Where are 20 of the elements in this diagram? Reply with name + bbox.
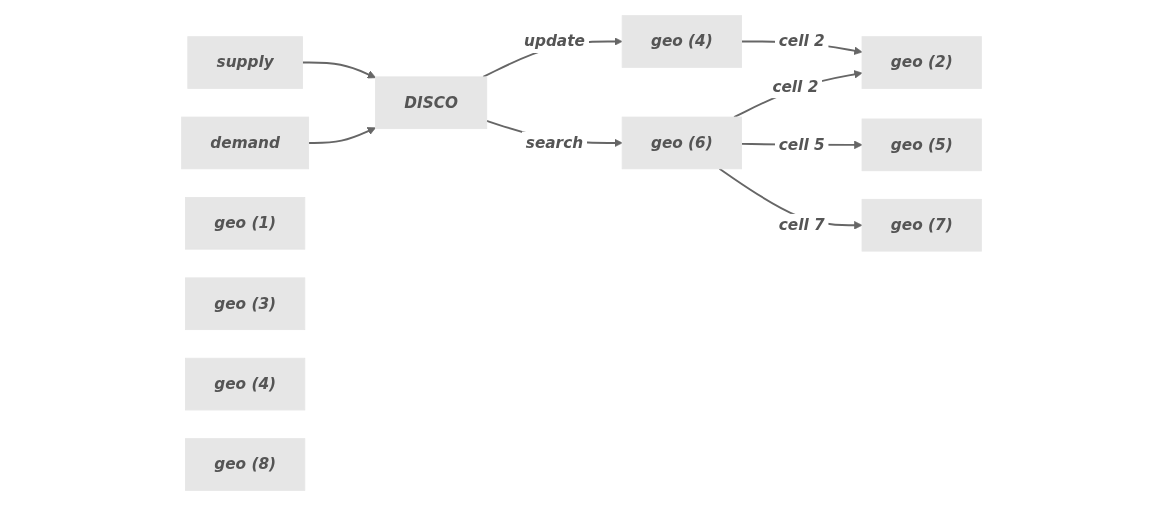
node-box: geo (5) xyxy=(861,118,982,171)
node-box: geo (3) xyxy=(184,276,305,330)
node-box: geo (4) xyxy=(621,14,742,68)
node-box: geo (4) xyxy=(184,357,305,410)
node-box: geo (7) xyxy=(861,198,982,252)
node-box: supply xyxy=(186,35,303,89)
edge-label: cell 5 xyxy=(778,134,825,153)
node-box: DISCO xyxy=(374,75,487,129)
node-box: geo (1) xyxy=(184,196,305,250)
edge-label: cell 2 xyxy=(771,76,818,95)
arrow xyxy=(307,126,376,144)
edge-label: update xyxy=(523,31,585,50)
node-box: geo (6) xyxy=(621,116,742,169)
node-box: geo (2) xyxy=(861,35,982,89)
edge-label: search xyxy=(525,132,583,152)
node-box: demand xyxy=(180,116,309,169)
edge-label: cell 2 xyxy=(778,31,825,50)
arrow xyxy=(300,61,376,78)
edge-label: cell 7 xyxy=(778,215,825,234)
node-box: geo (8) xyxy=(184,437,305,491)
